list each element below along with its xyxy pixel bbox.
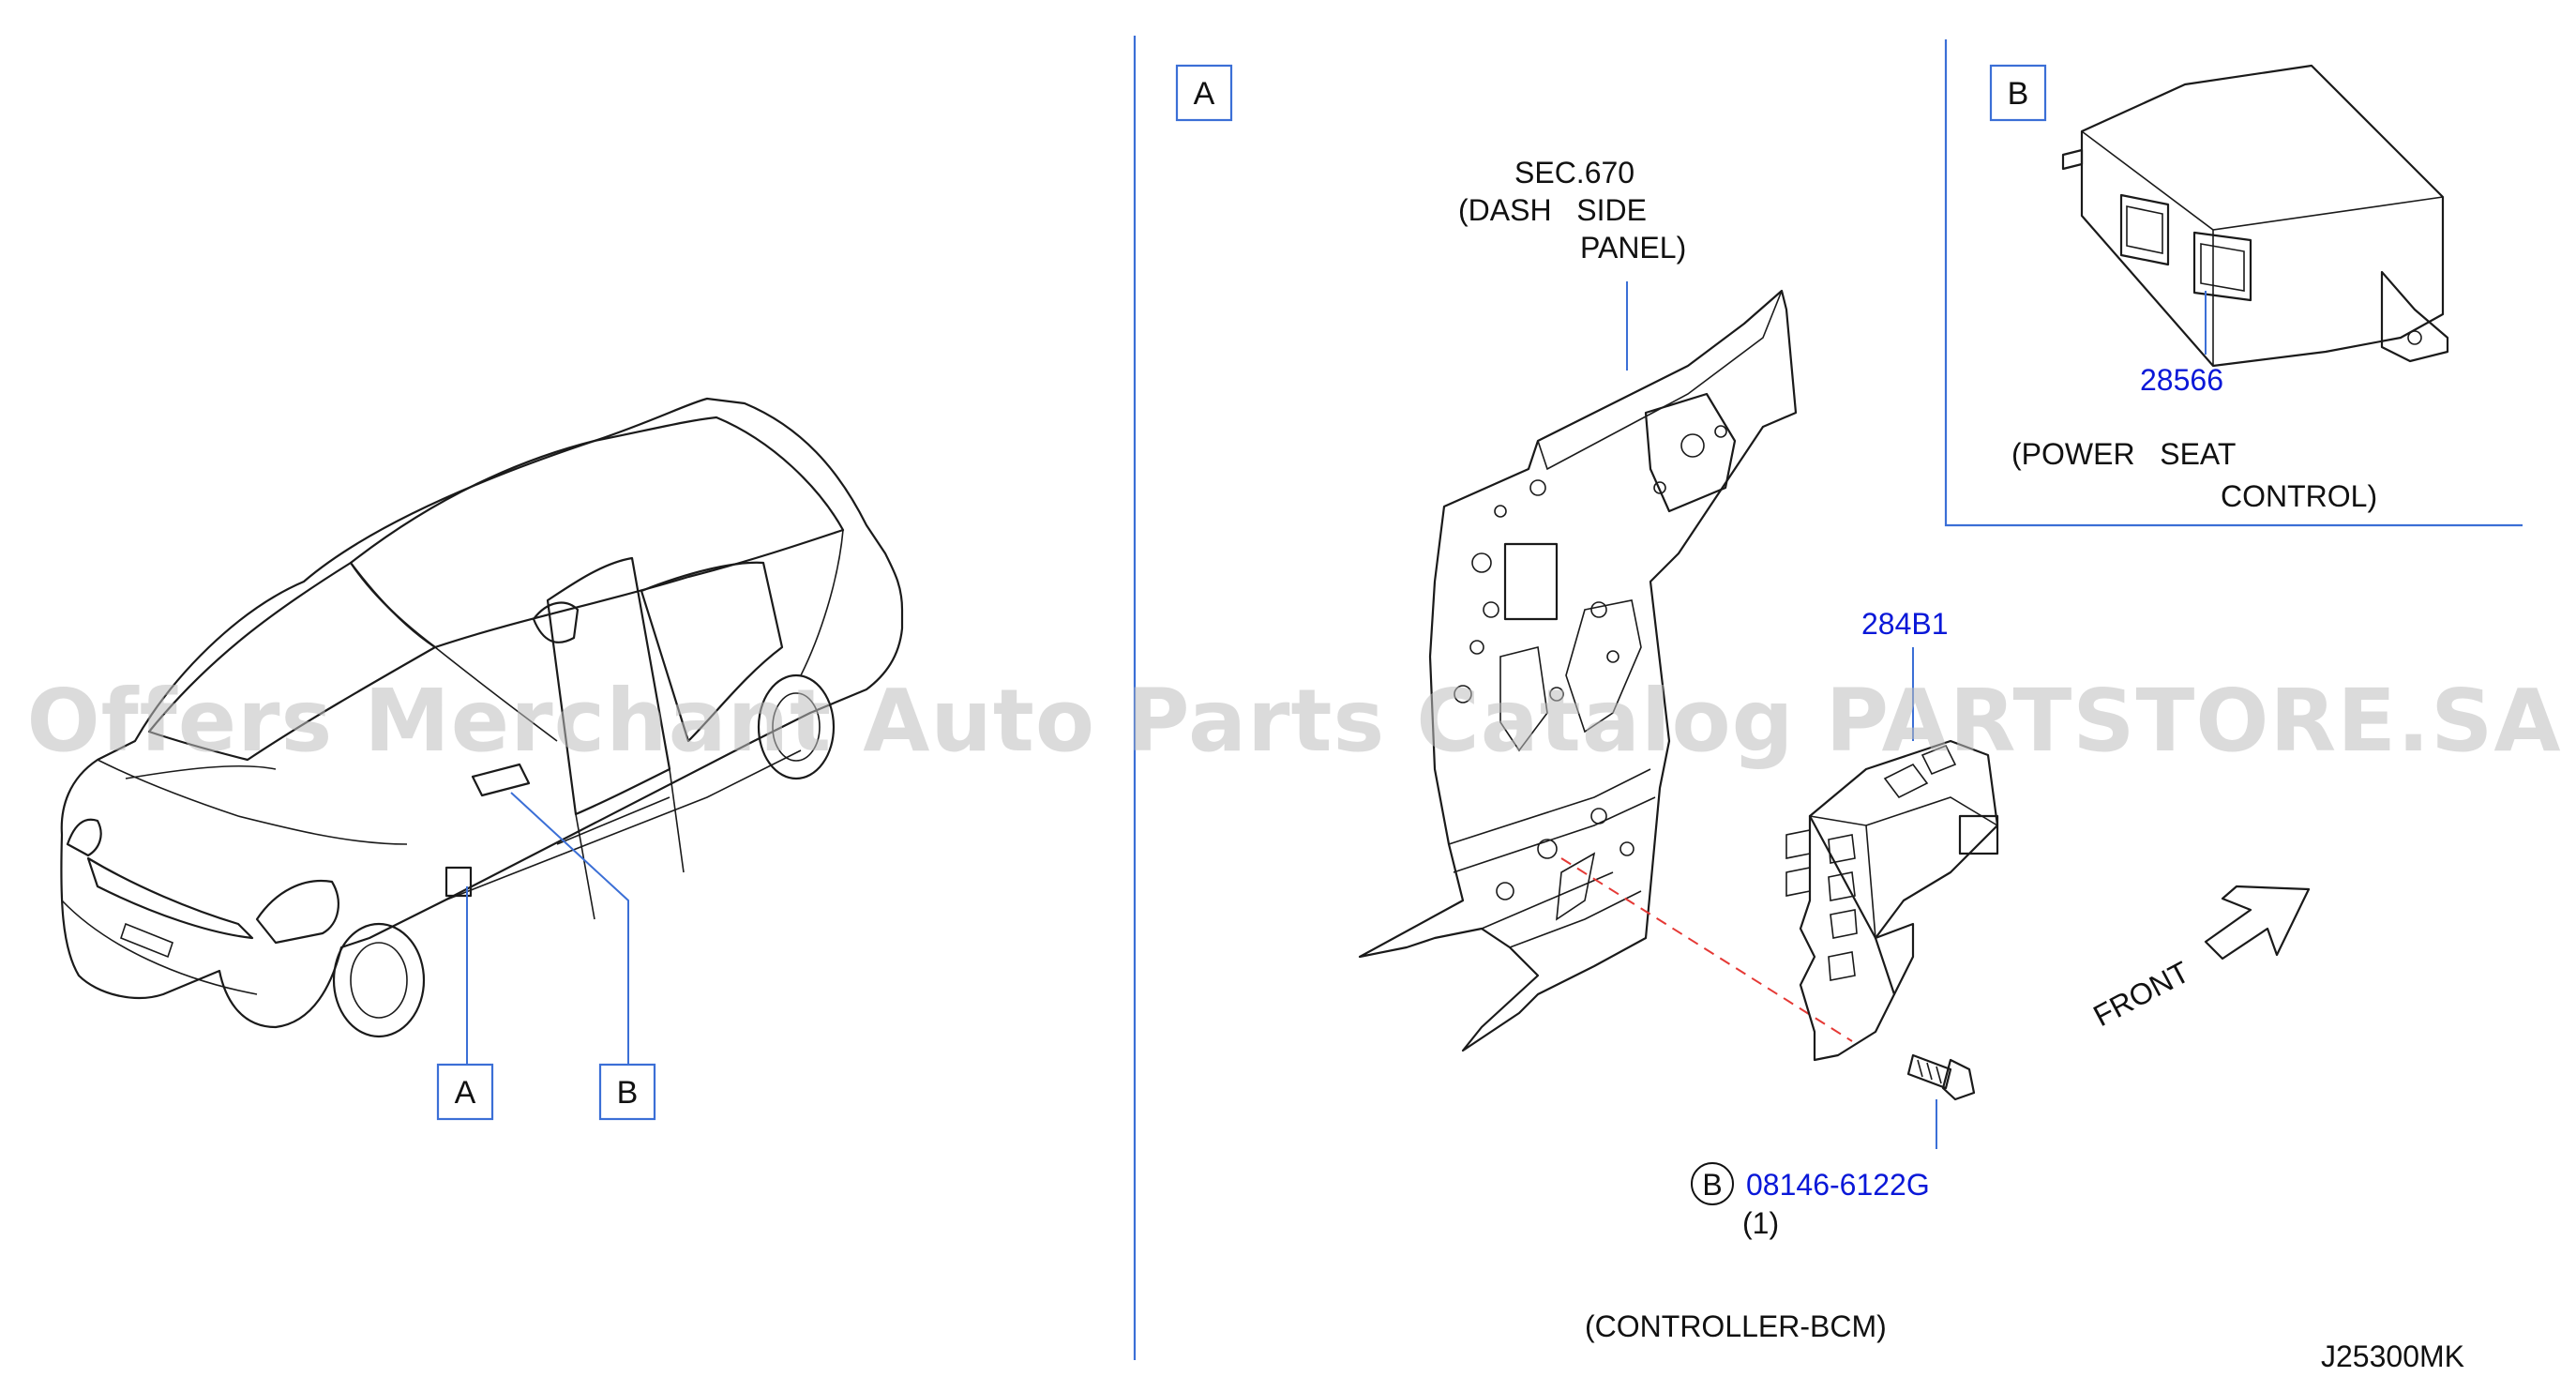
controller-bcm-caption: (CONTROLLER-BCM) bbox=[1585, 1309, 1887, 1343]
power-seat-caption-line2: CONTROL) bbox=[2221, 479, 2377, 513]
dash-side-panel bbox=[1358, 289, 1798, 1052]
section-a-tag[interactable]: A bbox=[1175, 64, 1233, 122]
watermark-text: Offers Merchant Auto Parts Catalog PARTS… bbox=[26, 671, 2561, 771]
bolt-quantity: (1) bbox=[1742, 1206, 1779, 1240]
car-illustration bbox=[60, 397, 904, 1038]
section-a-tag-label: A bbox=[1194, 76, 1215, 112]
mount-alignment-line bbox=[1560, 857, 1853, 1042]
overview-callout-a-label: A bbox=[455, 1075, 476, 1111]
power-seat-caption-line1: (POWER SEAT bbox=[2011, 437, 2236, 471]
section-b-tag-label: B bbox=[2008, 76, 2029, 112]
dash-side-panel-ref-line3: PANEL) bbox=[1580, 231, 1686, 265]
dash-side-panel-ref-line2: (DASH SIDE bbox=[1458, 193, 1647, 227]
bolt-marker[interactable]: B bbox=[1691, 1162, 1734, 1205]
front-arrow-icon bbox=[2204, 885, 2311, 961]
bcm-part-number[interactable]: 284B1 bbox=[1861, 607, 1949, 641]
bolt-marker-label: B bbox=[1702, 1168, 1722, 1202]
bolt bbox=[1906, 1053, 1976, 1101]
front-label: FRONT bbox=[2087, 955, 2194, 1034]
section-b-frame bbox=[1944, 39, 2523, 527]
diagram-code: J25300MK bbox=[2321, 1339, 2464, 1373]
overview-callout-a[interactable]: A bbox=[436, 886, 494, 1121]
dash-side-panel-ref-line1[interactable]: SEC.670 bbox=[1514, 156, 1634, 189]
overview-callout-b[interactable]: B bbox=[510, 792, 656, 1121]
overview-callout-b-label: B bbox=[617, 1075, 639, 1111]
controller-bcm bbox=[1785, 739, 1999, 1062]
bolt-part-number[interactable]: 08146-6122G bbox=[1746, 1168, 1930, 1202]
power-seat-control-module bbox=[2061, 64, 2449, 368]
section-b-tag[interactable]: B bbox=[1989, 64, 2047, 122]
power-seat-part-number[interactable]: 28566 bbox=[2140, 363, 2223, 397]
front-direction: FRONT bbox=[2087, 885, 2311, 1034]
